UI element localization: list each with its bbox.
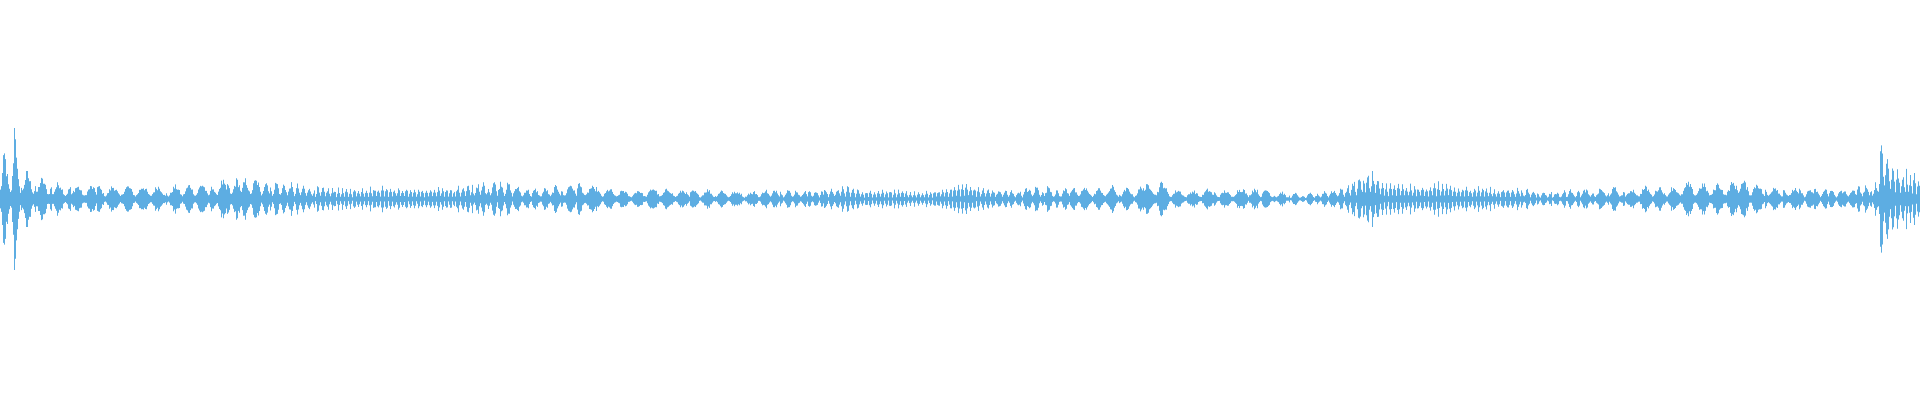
waveform-bars	[0, 128, 1920, 270]
waveform-signal	[0, 128, 1920, 270]
